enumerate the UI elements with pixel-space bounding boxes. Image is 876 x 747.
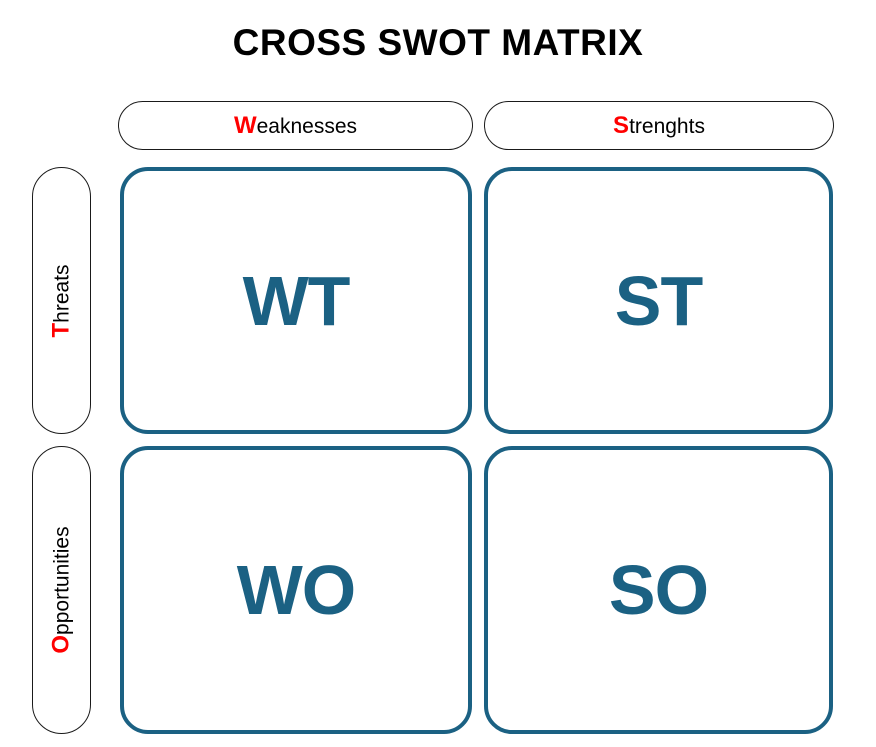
column-header-strengths-label: Strenghts <box>613 111 705 139</box>
row-header-threats-label: Threats <box>47 263 75 338</box>
quadrant-wo-label: WO <box>236 551 357 629</box>
row-header-opportunities-initial: O <box>47 634 75 654</box>
page-title: CROSS SWOT MATRIX <box>232 22 644 63</box>
column-header-strengths-initial: S <box>613 111 630 139</box>
row-header-opportunities[interactable]: Opportunities <box>32 446 91 734</box>
quadrant-st[interactable]: ST <box>484 167 833 434</box>
quadrant-wo[interactable]: WO <box>120 446 472 734</box>
row-header-opportunities-label: Opportunities <box>47 526 75 654</box>
quadrant-st-label: ST <box>614 261 703 340</box>
column-header-strengths[interactable]: Strenghts <box>484 101 834 150</box>
quadrant-wt[interactable]: WT <box>120 167 472 434</box>
quadrant-so-label: SO <box>608 551 709 629</box>
column-header-weaknesses-initial: W <box>233 111 257 139</box>
row-header-threats[interactable]: Threats <box>32 167 91 434</box>
row-header-threats-rest: hreats <box>50 263 74 323</box>
row-header-opportunities-rest: pportunities <box>50 526 74 635</box>
quadrant-wt-label: WT <box>242 261 351 340</box>
quadrant-so[interactable]: SO <box>484 446 833 734</box>
column-header-weaknesses-label: Weaknesses <box>233 111 358 139</box>
column-header-strengths-rest: trenghts <box>629 114 705 138</box>
column-header-weaknesses-rest: eaknesses <box>256 114 358 138</box>
row-header-threats-initial: T <box>47 322 75 338</box>
column-header-weaknesses[interactable]: Weaknesses <box>118 101 473 150</box>
